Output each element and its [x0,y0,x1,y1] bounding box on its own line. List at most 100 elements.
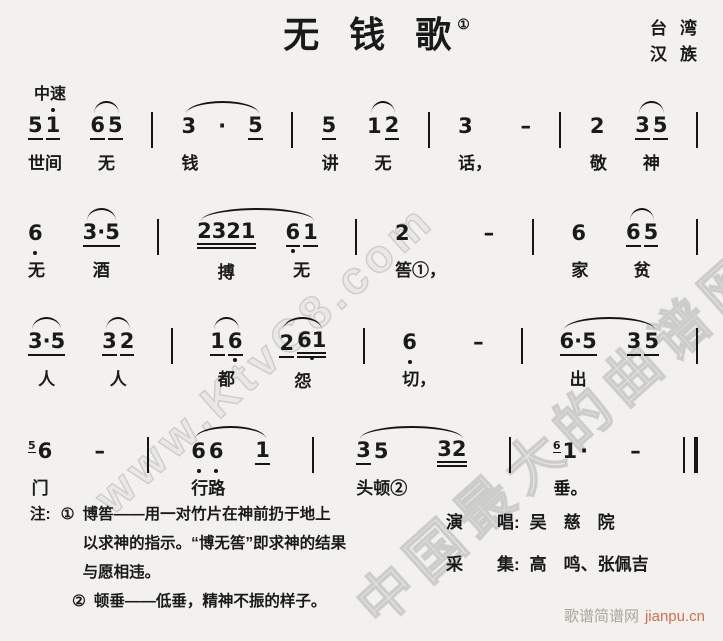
page-title: 无钱歌① [0,6,723,58]
lyric: 无 [28,261,45,280]
lyric [437,476,466,496]
note-token: 3·5 [82,222,120,247]
lyric: 人 [109,370,127,389]
lyric [521,149,532,169]
performer-name: 吴 慈 院 [529,513,615,532]
note-group: – [473,316,484,385]
note-token: 2 [384,115,400,140]
note-group: 3·5 酒 [82,207,120,281]
note-text: 顿垂——低垂，精神不振的样子。 [94,587,327,616]
note-token: 1 [303,222,318,247]
lyric: 垂。 [553,479,588,498]
note-group: 61·垂。 [552,425,588,499]
note-token: 5 [248,115,263,140]
note-token: 2321 [197,221,256,249]
grace-note: 6 [552,439,561,453]
note-group: – [484,207,495,276]
note-token: 6 [191,439,206,463]
note-token: 2 [279,333,295,358]
note-token: 3 [102,331,117,356]
title-footnote-mark: ① [457,16,470,32]
note-token: 5 [28,115,43,140]
note-token: 3 [626,331,642,356]
notes-section: 注: ① 博筶——用一对竹片在神前扔于地上 以求神的指示。“博无筶”即求神的结果… [30,500,450,616]
song-title: 无钱歌 [283,14,482,55]
lyric: 无 [98,154,116,173]
notes-label: 注: [30,506,51,523]
note-number: ① [60,506,75,523]
note-token: 1 [210,331,225,356]
note-group: 56 门 [28,425,52,499]
note-token: 3 [356,440,371,465]
performer-label: 演 唱: [446,513,520,532]
lyric: 筶①， [395,261,447,280]
barline [363,328,366,364]
lyric: 切， [402,370,437,389]
barline [312,437,315,473]
note-token: – [473,330,484,354]
lyric: 无 [293,261,311,280]
note-token: 6 [90,115,106,140]
note-token: – [94,439,105,463]
note-token: 5 [321,115,337,140]
barline [695,328,698,364]
note-token: 3 [635,115,650,140]
lyric: 敬 [589,154,607,173]
note-text: 博筶——用一对竹片在神前扔于地上 以求神的指示。“博无筶”即求神的结果 与愿相违… [83,500,347,587]
final-barline [682,437,698,473]
barline [520,328,523,364]
note-token: – [520,114,532,138]
note-group: – [630,425,641,494]
note-token: 61 [552,439,578,463]
site-link[interactable]: jianpu.cn [644,608,705,625]
lyric: 出 [569,370,587,389]
lyric [627,365,659,385]
collector-row: 采 集:高 鸣、张佩吉 [446,544,649,586]
barline [157,219,160,255]
lyric [255,474,270,494]
note-number: ② [72,593,86,610]
barline [355,219,358,255]
note-group: – [94,425,105,494]
lyric [484,256,495,276]
tempo-marking: 中速 [34,86,67,103]
note-text-line: 顿垂——低垂，精神不振的样子。 [93,593,327,610]
barline [171,328,174,364]
note-group: 1 [255,439,270,499]
lyric: 钱 [181,154,199,173]
note-token: 61 [297,330,327,358]
note-token: 56 [28,439,53,463]
barline [508,437,511,473]
ethnic-label: 汉族 [650,45,710,64]
note-item: ② 顿垂——低垂，精神不振的样子。 [72,587,450,616]
region-label: 台湾 [650,19,710,38]
lyric: 都 [217,370,235,389]
barline [531,219,534,255]
lyric: 人 [38,370,56,389]
note-token: 6 [285,222,301,247]
note-token: 2 [589,114,605,138]
lyric: 门 [31,479,49,498]
note-token: 3 [181,114,197,138]
performer-row: 演 唱: 吴 慈 院 [446,502,649,544]
lyric: 酒 [92,261,110,280]
note-text-line: 以求神的指示。“博无筶”即求神的结果 [82,535,347,552]
